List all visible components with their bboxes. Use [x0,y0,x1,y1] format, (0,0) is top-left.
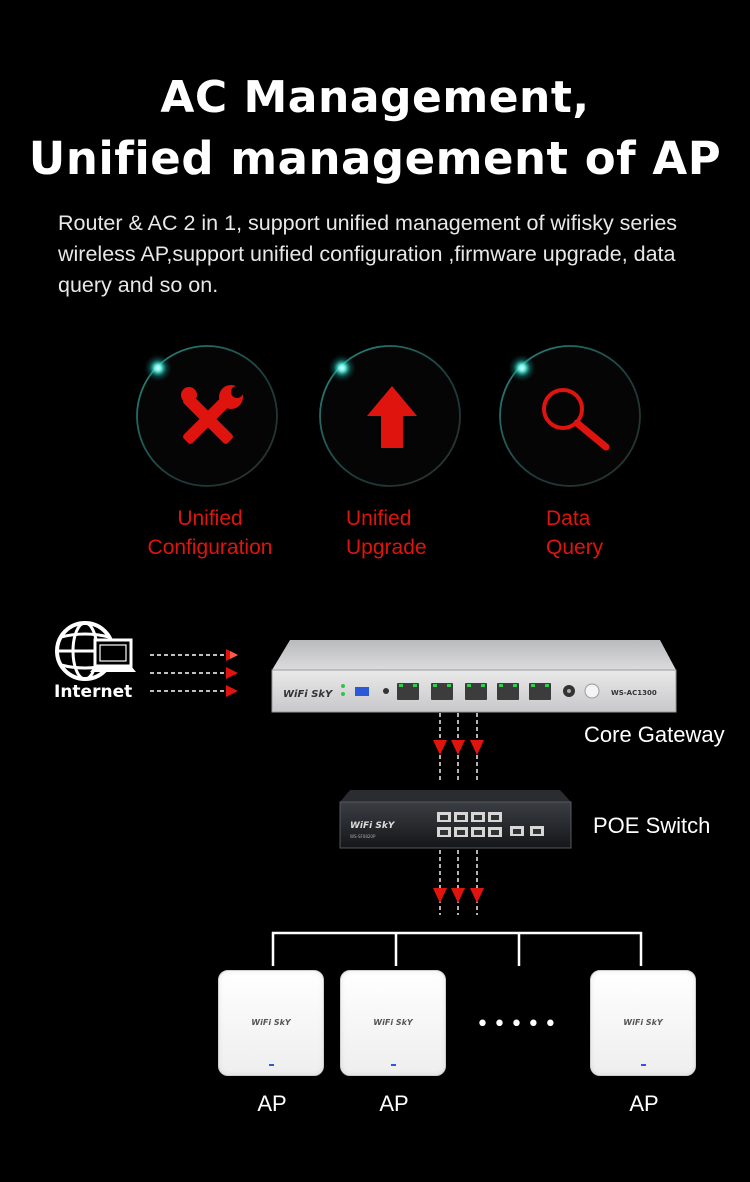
ap-brand: WiFi SkY [623,1018,663,1027]
ap-label-1: AP [257,1091,287,1116]
internet-arrows [150,649,238,697]
switch-model: WS-SF0820P [350,834,376,839]
feature-label-upgrade: Unified Upgrade [346,504,427,562]
more-aps-ellipsis: ••••• [476,1012,561,1037]
feature-label-query: Data Query [546,504,603,562]
switch-brand: WiFi SkY [350,821,396,831]
ap-led [391,1064,396,1066]
ap-brand: WiFi SkY [373,1018,413,1027]
feature-circle-query [499,345,641,487]
up-arrow-icon [367,386,417,448]
feature-circle-configuration [136,345,278,487]
gateway-brand: WiFi SkY [283,689,334,700]
feature-label-line1: Unified [346,507,412,530]
core-gateway-device: WiFi SkY WS-AC1300 [271,640,677,713]
gateway-to-switch-arrows [433,713,484,780]
feature-label-line2: Query [546,536,604,559]
ap-bus-lines [271,931,643,966]
core-gateway-label: Core Gateway [584,722,725,747]
poe-switch-label: POE Switch [593,813,711,838]
ap-led [641,1064,646,1066]
feature-label-line2: Configuration [147,536,273,559]
poe-switch-device: WiFi SkY WS-SF0820P [339,790,572,849]
gateway-model: WS-AC1300 [611,689,657,697]
feature-label-configuration: Unified Configuration [120,504,300,562]
page-title-line2: Unified management of AP [28,132,722,185]
ap-led [269,1064,274,1066]
access-point-2: WiFi SkY [340,970,446,1076]
description-text: Router & AC 2 in 1, support unified mana… [58,211,678,297]
access-point-3: WiFi SkY [590,970,696,1076]
laptop-icon [90,638,136,672]
page-title-line1: AC Management, [160,72,590,123]
network-diagram: WiFi SkY WS-AC1300 [55,621,677,966]
switch-to-ap-arrows [433,850,484,915]
internet-label: Internet [54,682,133,702]
ap-label-2: AP [379,1091,409,1116]
wrench-screwdriver-icon [181,385,243,444]
access-point-1: WiFi SkY [218,970,324,1076]
feature-circle-upgrade [319,345,461,487]
feature-circles [136,345,641,487]
feature-label-line2: Upgrade [346,536,427,559]
ap-brand: WiFi SkY [251,1018,291,1027]
feature-label-line1: Unified [177,507,243,530]
ap-label-3: AP [629,1091,659,1116]
feature-label-line1: Data [546,507,591,530]
magnifier-icon [542,388,610,451]
